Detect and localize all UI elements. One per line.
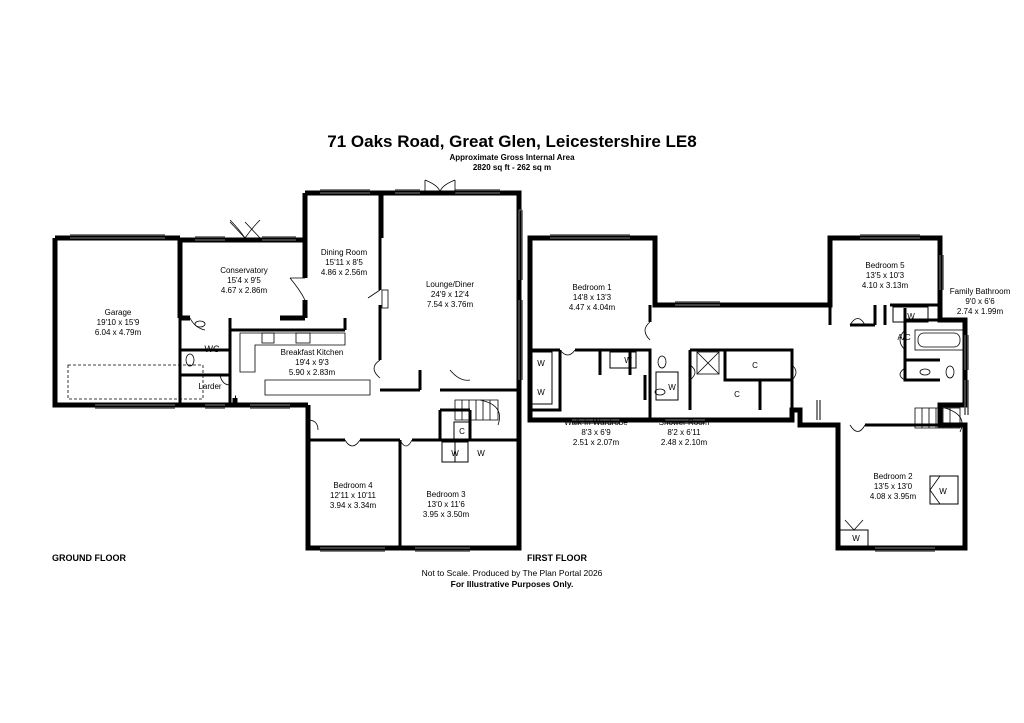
bed2-metric: 4.08 x 3.95m <box>870 492 917 501</box>
area-caption: Approximate Gross Internal Area <box>449 153 575 162</box>
wardrobe-marker: W <box>852 534 860 543</box>
first-doors <box>559 318 906 432</box>
bed4-name: Bedroom 4 <box>333 481 373 490</box>
ground-floor-label: GROUND FLOOR <box>52 553 126 563</box>
bed5-wardrobe <box>892 306 929 323</box>
walkin-shelving-a <box>531 351 553 405</box>
garage-metric: 6.04 x 4.79m <box>95 328 142 337</box>
cupboard-marker: C <box>734 390 740 399</box>
plan-title: 71 Oaks Road, Great Glen, Leicestershire… <box>327 132 697 151</box>
sink <box>261 332 275 344</box>
bed3-name: Bedroom 3 <box>426 490 466 499</box>
hob <box>295 332 311 344</box>
lounge-name: Lounge/Diner <box>426 280 474 289</box>
bed1-metric: 4.47 x 4.04m <box>569 303 616 312</box>
shower-fixtures <box>654 351 720 396</box>
bed5-imperial: 13'5 x 10'3 <box>866 271 905 280</box>
bathroom-name: Family Bathroom <box>950 287 1011 296</box>
bed1-imperial: 14'8 x 13'3 <box>573 293 612 302</box>
scale-note: Not to Scale. Produced by The Plan Porta… <box>421 568 603 578</box>
fireplace <box>381 289 389 309</box>
dining-metric: 4.86 x 2.56m <box>321 268 368 277</box>
wc-toilet <box>185 353 195 367</box>
walkin-name: Walk In Wardrobe <box>564 418 628 427</box>
garage-door <box>67 364 204 400</box>
wardrobe-marker: W <box>537 359 545 368</box>
ground-windows <box>70 189 523 552</box>
bed4-metric: 3.94 x 3.34m <box>330 501 377 510</box>
bathroom-fixtures <box>914 329 964 379</box>
walkin-shelving-b <box>609 351 637 369</box>
first-floor-plan <box>527 234 969 552</box>
bed2-wardrobe-b-door <box>844 519 864 531</box>
bed1-name: Bedroom 1 <box>572 283 612 292</box>
conservatory-name: Conservatory <box>220 266 268 275</box>
bed3-imperial: 13'0 x 11'6 <box>427 500 465 509</box>
first-interior-wall <box>528 303 940 427</box>
ground-outer-wall-detail <box>177 238 308 321</box>
wc-name: WC <box>205 344 220 354</box>
area-value: 2820 sq ft - 262 sq m <box>472 163 552 172</box>
first-floor-label: FIRST FLOOR <box>527 553 587 563</box>
cupboard-marker: C <box>752 361 758 370</box>
larder-name: Larder <box>198 382 221 391</box>
wardrobe-marker: W <box>451 449 459 458</box>
bed2-wardrobe-a-door <box>929 475 941 505</box>
shower-imperial: 8'2 x 6'11 <box>667 428 701 437</box>
ground-floor-plan <box>52 179 523 552</box>
wardrobe-marker: W <box>907 312 915 321</box>
wardrobe-marker: W <box>939 487 947 496</box>
shower-name: Shower Room <box>659 418 710 427</box>
storage-markers: W W C W W W W C C W A/C W W <box>451 312 947 543</box>
dining-name: Dining Room <box>321 248 368 257</box>
kitchen-metric: 5.90 x 2.83m <box>289 368 336 377</box>
conservatory-imperial: 15'4 x 9'5 <box>227 276 261 285</box>
bed4-imperial: 12'11 x 10'11 <box>330 491 376 500</box>
airing-cupboard-marker: A/C <box>897 333 911 342</box>
dining-imperial: 15'11 x 8'5 <box>325 258 363 267</box>
bed5-metric: 4.10 x 3.13m <box>862 281 909 290</box>
bathroom-metric: 2.74 x 1.99m <box>957 307 1004 316</box>
room-labels: Garage 19'10 x 15'9 6.04 x 4.79m Conserv… <box>95 248 1011 519</box>
ground-stairs <box>454 399 500 426</box>
walkin-imperial: 8'3 x 6'9 <box>581 428 611 437</box>
bed5-name: Bedroom 5 <box>865 261 905 270</box>
first-windows <box>550 234 969 552</box>
ground-doors <box>189 179 471 447</box>
purpose-note: For Illustrative Purposes Only. <box>450 579 574 589</box>
bed3-metric: 3.95 x 3.50m <box>423 510 470 519</box>
wardrobe-marker: W <box>477 449 485 458</box>
garage-name: Garage <box>105 308 132 317</box>
conservatory-metric: 4.67 x 2.86m <box>221 286 268 295</box>
bed2-imperial: 13'5 x 13'0 <box>874 482 913 491</box>
garage-imperial: 19'10 x 15'9 <box>97 318 140 327</box>
wc-basin <box>194 320 206 328</box>
kitchen-worktop <box>239 332 371 396</box>
wardrobe-marker: W <box>537 388 545 397</box>
lounge-metric: 7.54 x 3.76m <box>427 300 474 309</box>
bathroom-imperial: 9'0 x 6'6 <box>965 297 995 306</box>
walkin-shelving-c <box>655 371 679 401</box>
kitchen-imperial: 19'4 x 9'3 <box>295 358 329 367</box>
bed2-name: Bedroom 2 <box>873 472 913 481</box>
kitchen-name: Breakfast Kitchen <box>281 348 344 357</box>
conservatory-radiator <box>177 271 182 298</box>
wardrobe-marker: W <box>624 356 632 365</box>
ground-storage <box>441 421 471 463</box>
walkin-metric: 2.51 x 2.07m <box>573 438 620 447</box>
lounge-imperial: 24'9 x 12'4 <box>431 290 470 299</box>
cupboard-marker: C <box>459 427 465 436</box>
shower-metric: 2.48 x 2.10m <box>661 438 708 447</box>
wardrobe-marker: W <box>668 383 676 392</box>
first-stairs <box>914 407 963 433</box>
